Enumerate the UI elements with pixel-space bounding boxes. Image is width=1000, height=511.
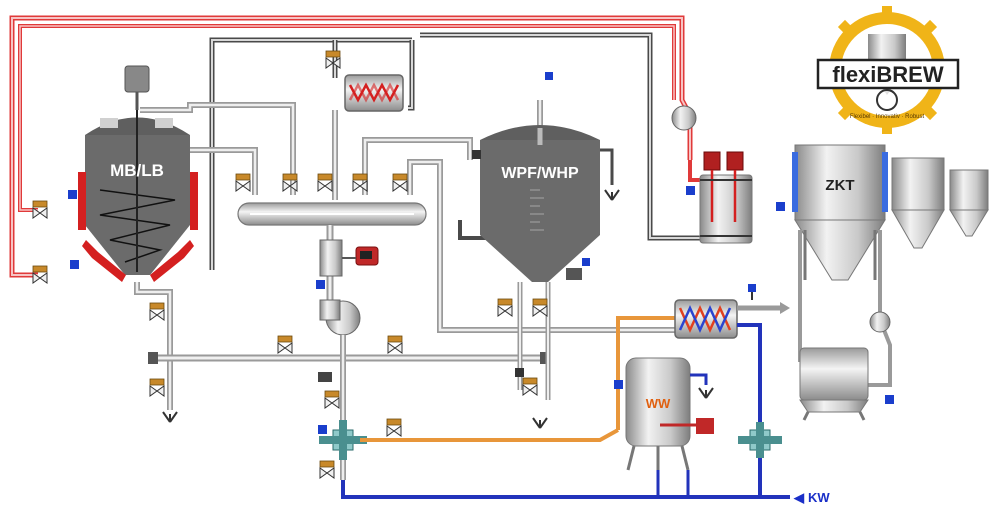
sensor-icon xyxy=(582,258,590,266)
label-mb-lb: MB/LB xyxy=(110,161,164,180)
flexibrew-logo: flexiBREW Flexibel · Innovativ · Robust xyxy=(816,6,960,134)
vessel-mb-lb: MB/LB xyxy=(68,65,198,282)
sensor-icon xyxy=(318,425,327,434)
valve-icon[interactable] xyxy=(324,390,340,409)
heater-icon xyxy=(696,418,714,434)
drain-y-icon xyxy=(698,387,714,399)
valve-icon[interactable] xyxy=(317,173,333,192)
valve-icon[interactable] xyxy=(319,460,335,479)
valve-icon[interactable] xyxy=(522,377,538,396)
kw-arrow-icon: ◀ xyxy=(793,490,805,505)
valve-icon[interactable] xyxy=(235,173,251,192)
hot-water-tank xyxy=(686,151,753,244)
logo-brand-box xyxy=(816,58,960,90)
yeast-propagation-tank xyxy=(799,347,869,421)
valve-icon[interactable] xyxy=(32,200,48,219)
heat-exchanger-top xyxy=(344,72,553,112)
valve-icon[interactable] xyxy=(387,335,403,354)
sensor-icon xyxy=(545,72,553,80)
motor-icon xyxy=(124,65,150,93)
flow-cross-valve-right[interactable] xyxy=(738,422,782,458)
main-header-pipe xyxy=(148,352,550,364)
valve-icon[interactable] xyxy=(497,298,513,317)
sensor-icon xyxy=(70,260,79,269)
sensor-icon xyxy=(748,284,756,292)
storage-tank-small xyxy=(949,169,989,237)
sensor-icon xyxy=(885,395,894,404)
sensor-icon xyxy=(614,380,623,389)
warm-water-line xyxy=(360,428,619,442)
valve-icon[interactable] xyxy=(149,378,165,397)
cold-water-line xyxy=(341,323,790,499)
grey-pipe-network xyxy=(140,32,700,333)
drain-y-icon xyxy=(532,417,548,429)
vessel-wpf-whp: WPF/WHP xyxy=(472,125,620,429)
valve-icon[interactable] xyxy=(352,173,368,192)
label-ww: WW xyxy=(646,396,671,411)
label-zkt: ZKT xyxy=(825,177,854,194)
label-kw: KW xyxy=(808,490,830,505)
heat-exchanger-right xyxy=(616,284,790,430)
heating-jacket-left xyxy=(78,172,86,230)
drain-y-icon xyxy=(604,189,620,201)
drain-y-icon xyxy=(162,411,178,423)
valve-icon[interactable] xyxy=(392,173,408,192)
logo-ring-text: Flexibel · Innovativ · Robust xyxy=(850,114,925,120)
mb-lb-outlet xyxy=(134,282,173,410)
manifold-valves xyxy=(235,50,408,192)
valve-icon[interactable] xyxy=(32,265,48,284)
valve-icon[interactable] xyxy=(386,418,402,437)
distribution-manifold xyxy=(237,202,427,226)
sensor-icon xyxy=(776,202,785,211)
pump-icon xyxy=(869,311,891,333)
label-wpf-whp: WPF/WHP xyxy=(501,165,579,182)
valve-icon[interactable] xyxy=(277,335,293,354)
central-pump-assembly xyxy=(316,225,379,480)
valve-icon[interactable] xyxy=(149,302,165,321)
logo-brand-text: flexiBREW xyxy=(832,62,943,87)
valve-icon[interactable] xyxy=(532,298,548,317)
flow-cross-valve-left[interactable] xyxy=(319,420,367,460)
vessel-ww: WW xyxy=(614,357,714,471)
sensor-icon xyxy=(316,280,325,289)
sensor-icon xyxy=(686,186,695,195)
sensor-icon xyxy=(68,190,77,199)
hot-water-pump xyxy=(671,105,697,131)
pump-icon xyxy=(671,105,697,131)
storage-tank-medium xyxy=(891,157,945,249)
vessel-zkt: ZKT xyxy=(776,144,888,281)
heating-jacket-right xyxy=(190,172,198,230)
